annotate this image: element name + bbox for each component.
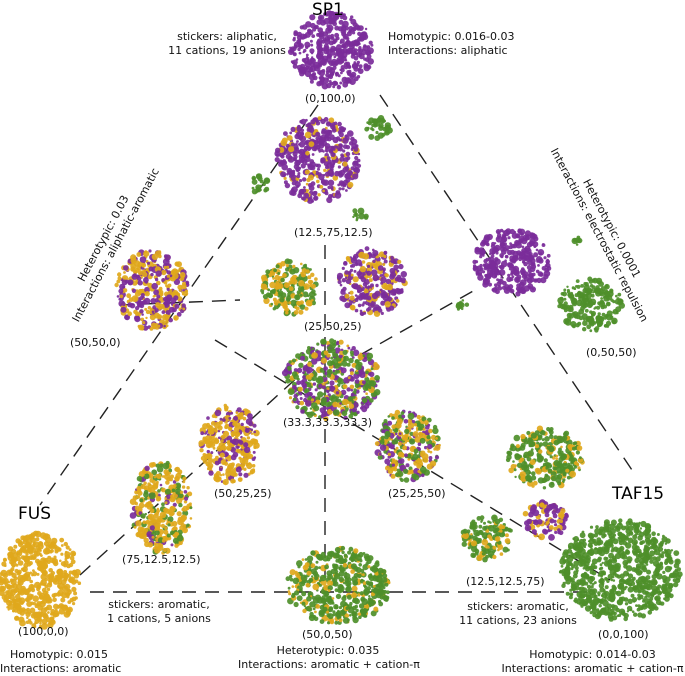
composition-50-25-25: (50,25,25) <box>214 487 272 501</box>
vertex-sp1-label: SP1 <box>312 0 344 20</box>
blob-0-50-50-green-small <box>572 236 583 246</box>
blob-12-12-75-purple <box>523 499 569 541</box>
blob-50-25-25 <box>198 404 259 485</box>
taf15-stickers: stickers: aromatic,11 cations, 23 anions <box>448 600 588 628</box>
blob-100-0-0 <box>0 531 81 630</box>
composition-0-50-50: (0,50,50) <box>586 346 637 360</box>
blob-0-50-50-green <box>557 277 625 333</box>
composition-0-0-100: (0,0,100) <box>598 628 649 642</box>
blob-33 <box>282 338 381 421</box>
blob-25-50-25-right <box>337 246 408 317</box>
vertex-fus-label: FUS <box>18 504 51 524</box>
blob-0-50-50-purple <box>472 228 551 296</box>
composition-100-0-0: (100,0,0) <box>18 625 69 639</box>
composition-25-50-25: (25,50,25) <box>304 320 362 334</box>
composition-25-25-50: (25,25,50) <box>388 487 446 501</box>
median-fus <box>80 375 300 575</box>
composition-0-100-0: (0,100,0) <box>305 92 356 106</box>
blob-12-75-12-green-c <box>352 208 369 222</box>
blob-0-50-50-green-tiny <box>456 299 469 311</box>
composition-12-12-75: (12.5,12.5,75) <box>466 575 545 589</box>
blob-50-50-0 <box>114 249 189 330</box>
composition-12-75-12: (12.5,75,12.5) <box>294 226 373 240</box>
blob-12-12-75-left <box>461 515 513 563</box>
blob-sp1-top <box>288 10 374 89</box>
blob-50-0-50 <box>286 546 391 625</box>
blob-75-12-12 <box>130 461 193 555</box>
composition-50-0-50: (50,0,50) <box>302 628 353 642</box>
blob-25-50-25-left <box>260 258 318 316</box>
composition-50-50-0: (50,50,0) <box>70 336 121 350</box>
blob-12-12-75-top <box>506 426 585 490</box>
blob-25-25-50 <box>375 410 441 483</box>
vertex-taf15-label: TAF15 <box>612 484 664 504</box>
composition-75-12-12: (75,12.5,12.5) <box>122 553 201 567</box>
blob-12-75-12-green-b <box>252 173 271 194</box>
fus-stickers: stickers: aromatic,1 cations, 5 anions <box>94 598 224 626</box>
blob-12-75-12-green-a <box>364 115 393 141</box>
composition-33: (33.3,33.3,33.3) <box>283 416 372 430</box>
sp1-stickers: stickers: aliphatic,11 cations, 19 anion… <box>168 30 286 58</box>
blob-12-75-12 <box>274 116 361 204</box>
